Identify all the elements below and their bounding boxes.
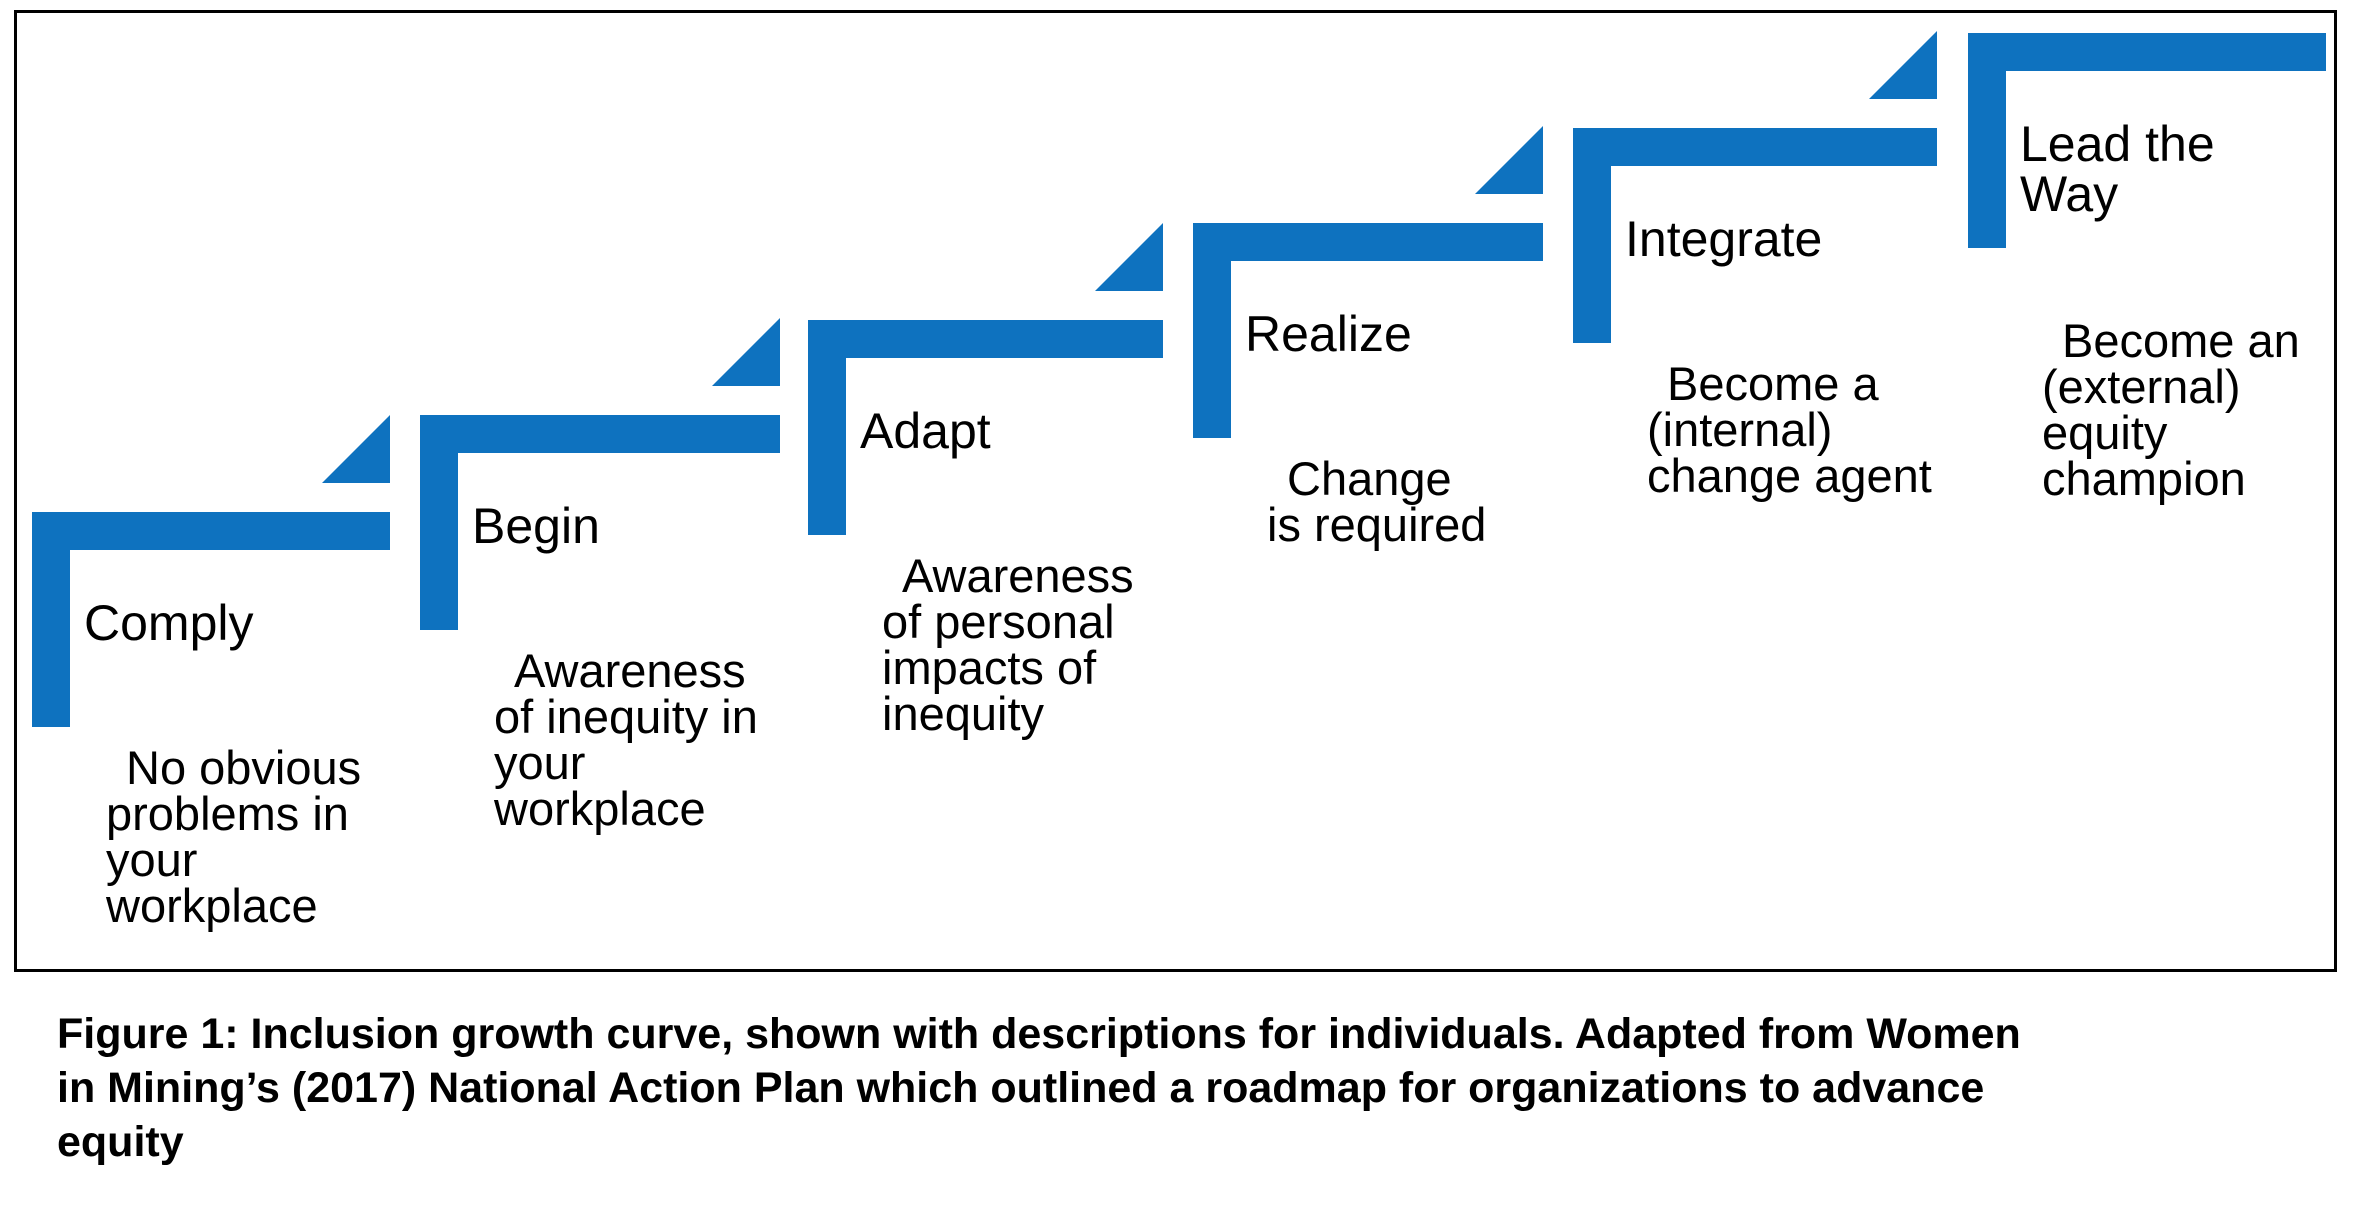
step-horizontal-bar [32, 512, 390, 550]
step-description: Awareness of personal impacts of inequit… [882, 549, 1134, 740]
step-horizontal-bar [420, 415, 780, 453]
step-horizontal-bar [808, 320, 1163, 358]
step-description: Change is required [1267, 452, 1487, 551]
step-label: Integrate [1625, 211, 1823, 267]
step-label: Realize [1245, 306, 1412, 362]
step-label: Adapt [860, 403, 991, 459]
step-horizontal-bar [1573, 128, 1937, 166]
step-label: Lead the Way [2020, 116, 2215, 222]
step-horizontal-bar [1193, 223, 1543, 261]
step-description: Become an (external) equity champion [2042, 314, 2300, 505]
step-description: Awareness of inequity in your workplace [494, 644, 758, 835]
step-description: No obvious problems in your workplace [106, 741, 362, 932]
step-horizontal-bar [1968, 33, 2326, 71]
diagram-border-box [14, 10, 2337, 972]
step-label: Begin [472, 498, 600, 554]
step-description: Become a (internal) change agent [1647, 357, 1932, 502]
figure-caption: Figure 1: Inclusion growth curve, shown … [57, 1010, 2021, 1166]
step-label: Comply [84, 595, 254, 651]
